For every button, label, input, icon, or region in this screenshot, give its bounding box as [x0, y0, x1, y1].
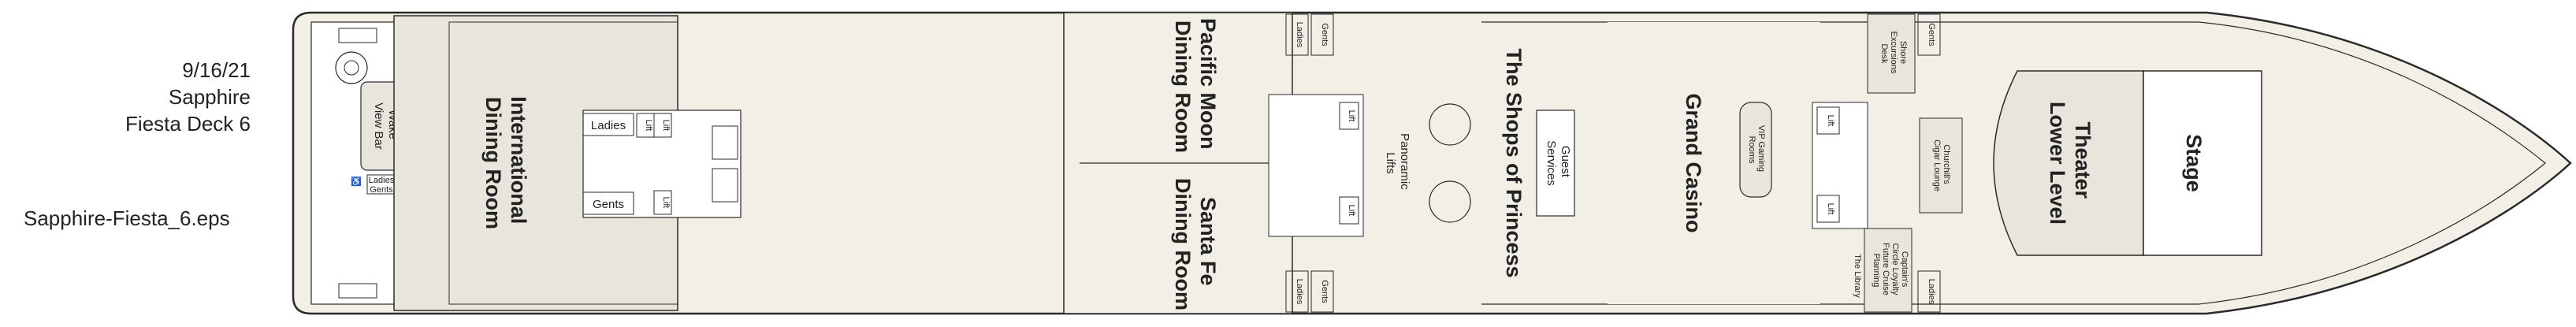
ship-name: Sapphire [168, 85, 251, 109]
atrium-gents-lower [1310, 270, 1334, 313]
theater-seating [1993, 70, 2144, 256]
legend: 9/16/21 Sapphire Fiesta Deck 6 Sapphire-… [0, 0, 268, 327]
atrium-ladies-label: Ladies [1295, 22, 1304, 48]
captains-circle-label: Captain's Circle Loyalty Future Cruise P… [1872, 243, 1909, 298]
pacific-moon-label: Pacific Moon Dining Room [1171, 18, 1220, 155]
fwd-lift-label-2: Lift [1826, 203, 1835, 215]
atrium-lift-1 [1339, 102, 1359, 130]
atrium-gents-lower-label: Gents [1320, 280, 1329, 303]
spiral-stair-core [344, 60, 359, 76]
fwd-lift-2 [1816, 195, 1840, 223]
atrium-lift-2 [1339, 196, 1359, 225]
aft-lift-3 [653, 190, 672, 215]
fwd-ladies-label: Ladies [1927, 279, 1936, 305]
accessible-icon: ♿ [351, 177, 362, 187]
atrium-lift-label-2: Lift [1347, 205, 1356, 217]
atrium-gents [1310, 13, 1334, 56]
santa-fe-label: Santa Fe Dining Room [1171, 178, 1220, 310]
aft-stairs-lower [712, 168, 738, 203]
vip-gaming-label: VIP Gaming Rooms [1747, 125, 1766, 174]
grand-casino-label: Grand Casino [1682, 93, 1705, 232]
aft-gents-label: Gents [370, 185, 393, 195]
aft-lift-2 [653, 113, 672, 138]
atrium-ladies-lower [1285, 270, 1309, 313]
panoramic-lift-2 [1429, 180, 1471, 223]
atrium-lift-label-1: Lift [1347, 110, 1356, 122]
shore-excursions-label: Shore Excursions Desk [1879, 32, 1908, 76]
captains-circle-desk [1864, 228, 1912, 313]
grand-casino-room [1608, 22, 1820, 304]
fwd-lift-label-1: Lift [1826, 115, 1835, 127]
fwd-gents [1917, 13, 1941, 56]
churchills-lounge [1919, 117, 1963, 214]
spiral-stair-icon [335, 51, 368, 84]
library-label: The Library [1853, 254, 1862, 298]
file-name: Sapphire-Fiesta_6.eps [24, 206, 230, 230]
aft-stairs-upper [712, 125, 738, 160]
fwd-ladies [1917, 270, 1941, 313]
aft-lift-label-1: Lift [644, 120, 653, 132]
shore-excursions-desk [1867, 13, 1916, 94]
stage-label: Stage [2182, 134, 2206, 192]
aft-stair [338, 28, 377, 43]
fwd-gents-label: Gents [1927, 23, 1936, 46]
deck-name: Fiesta Deck 6 [125, 112, 251, 136]
hull-inner-line [1481, 21, 2546, 305]
guest-services-room [1536, 110, 1575, 217]
vip-gaming-room [1739, 102, 1772, 198]
fwd-lift-1 [1816, 106, 1840, 135]
panoramic-lifts-label: Panoramic Lifts [1384, 133, 1411, 193]
plan-date: 9/16/21 [182, 58, 251, 82]
aft-lift-label-3: Lift [661, 197, 671, 209]
churchills-label: Churchill's Cigar Lounge [1932, 139, 1951, 191]
aft-stair-2 [338, 283, 377, 299]
atrium-gents-label: Gents [1320, 23, 1329, 46]
hull-outline [292, 11, 2572, 315]
fwd-lift-block [1812, 102, 1868, 229]
shops-label: The Shops of Princess [1502, 48, 1526, 277]
theater-label: Theater Lower Level [2046, 102, 2095, 225]
international-dining-label: International Dining Room [481, 96, 530, 230]
aft-lobby [582, 110, 742, 218]
aft-lobby-ladies-label: Ladies [591, 119, 626, 132]
aft-ladies-room [582, 113, 634, 136]
aft-lobby-gents-label: Gents [593, 198, 624, 211]
atrium-ladies [1285, 13, 1309, 56]
panoramic-lift-1 [1429, 103, 1471, 146]
aft-gents-room [582, 191, 634, 215]
guest-services-label: Guest Services [1544, 140, 1572, 186]
atrium-stair-block [1268, 94, 1364, 237]
aft-ladies-label: Ladies [369, 176, 395, 185]
aft-lift-label-2: Lift [661, 120, 671, 132]
atrium-ladies-lower-label: Ladies [1295, 279, 1304, 305]
stage-area [2143, 70, 2262, 256]
